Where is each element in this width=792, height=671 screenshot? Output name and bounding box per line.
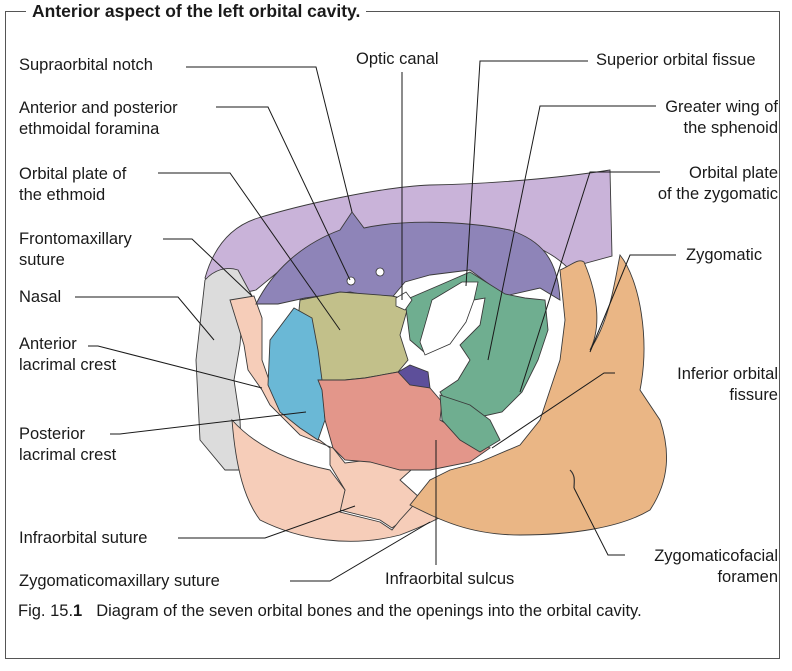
figure-title: Anterior aspect of the left orbital cavi… [26,0,366,22]
label-zygomaticomaxillary-suture: Zygomaticomaxillary suture [19,571,220,592]
figure-number: Fig. 15.1 [18,602,82,620]
leader-supraorbital-notch [186,67,352,212]
caption-text: Diagram of the seven orbital bones and t… [96,602,641,620]
label-zygomaticofacial-foramen: Zygomaticofacial foramen [654,546,778,588]
ethmoidal-foramen-anterior [347,277,355,285]
label-ethmoidal-foramina: Anterior and posterior ethmoidal foramin… [19,98,178,140]
label-orbital-plate-zygomatic: Orbital plate of the zygomatic [658,163,778,205]
label-inferior-orbital-fissure: Inferior orbital fissure [677,364,778,406]
figure-number-bold: 1 [73,602,82,620]
label-posterior-lacrimal-crest: Posterior lacrimal crest [19,424,116,466]
label-supraorbital-notch: Supraorbital notch [19,55,153,76]
label-infraorbital-sulcus: Infraorbital sulcus [385,569,514,590]
figure-number-prefix: Fig. 15. [18,602,73,620]
label-nasal: Nasal [19,287,61,308]
label-infraorbital-suture: Infraorbital suture [19,528,147,549]
label-greater-wing-sphenoid: Greater wing of the sphenoid [665,97,778,139]
label-anterior-lacrimal-crest: Anterior lacrimal crest [19,334,116,376]
label-superior-orbital-fissure: Superior orbital fissue [596,50,756,71]
label-optic-canal: Optic canal [356,49,439,70]
figure-caption: Fig. 15.1 Diagram of the seven orbital bo… [18,599,778,623]
label-frontomaxillary-suture: Frontomaxillary suture [19,229,132,271]
ethmoidal-foramen-posterior [376,268,384,276]
label-zygomatic: Zygomatic [686,245,762,266]
label-orbital-plate-ethmoid: Orbital plate of the ethmoid [19,164,126,206]
